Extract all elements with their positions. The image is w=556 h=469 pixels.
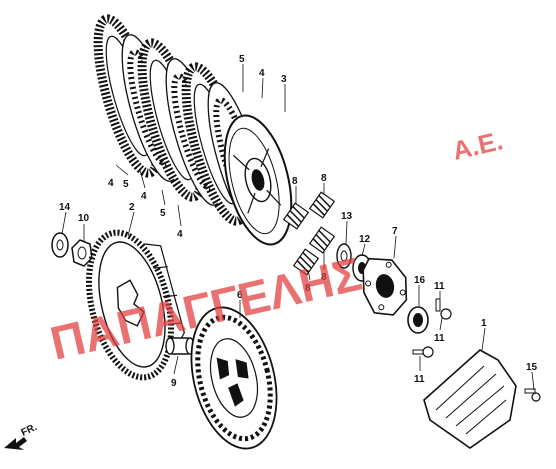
spring-3	[292, 248, 320, 276]
callout-7: 7	[392, 226, 398, 237]
callout-4-mid: 4	[141, 191, 147, 202]
clutch-center	[190, 306, 278, 450]
front-direction-label: FR.	[20, 422, 39, 439]
callout-1: 1	[481, 318, 487, 329]
callout-8-c: 8	[305, 283, 311, 294]
callout-11-b: 11	[434, 333, 445, 344]
callout-10: 10	[78, 213, 90, 224]
clutch-outer-basket	[86, 229, 185, 381]
callout-5-top: 5	[239, 54, 245, 65]
callout-4-left: 4	[108, 178, 114, 189]
callout-2: 2	[129, 202, 135, 213]
callout-8-d: 8	[321, 272, 327, 283]
callout-8-b: 8	[321, 173, 327, 184]
front-direction-indicator: FR.	[4, 422, 39, 450]
pressure-plate	[223, 114, 293, 246]
washer-13	[336, 243, 352, 269]
callout-9: 9	[171, 378, 177, 389]
spring-2	[308, 191, 336, 219]
callout-14: 14	[59, 202, 71, 213]
callout-11-c: 11	[414, 374, 425, 385]
lifter-plate	[362, 257, 408, 316]
bolt-15	[524, 388, 541, 402]
callout-3: 3	[281, 74, 287, 85]
callout-5-left: 5	[123, 179, 129, 190]
callout-16: 16	[414, 275, 426, 286]
washer-14	[51, 232, 69, 258]
spring-1	[282, 202, 310, 230]
callout-15: 15	[526, 362, 538, 373]
bolt-upper	[435, 298, 452, 320]
bearing-16	[407, 306, 429, 334]
front-arrow-icon	[4, 437, 27, 450]
clutch-springs	[282, 191, 336, 276]
watermark-suffix: Α.Ε.	[450, 125, 506, 166]
leader-lines	[61, 64, 535, 391]
callout-8-a: 8	[292, 176, 298, 187]
callout-4-top: 4	[259, 68, 265, 79]
callout-6: 6	[237, 290, 243, 301]
callout-12: 12	[359, 234, 371, 245]
cover-plate	[423, 349, 517, 449]
callout-4-low: 4	[177, 229, 183, 240]
callout-labels: 1 2 3 4 5 4 5 4 5 4 6 7 8 8 8 8 9 10 11 …	[59, 54, 538, 389]
spring-4	[308, 226, 336, 254]
callout-13: 13	[341, 211, 353, 222]
callout-11-a: 11	[434, 281, 445, 292]
callout-5-mid: 5	[160, 208, 166, 219]
bolt-lower	[412, 346, 434, 358]
